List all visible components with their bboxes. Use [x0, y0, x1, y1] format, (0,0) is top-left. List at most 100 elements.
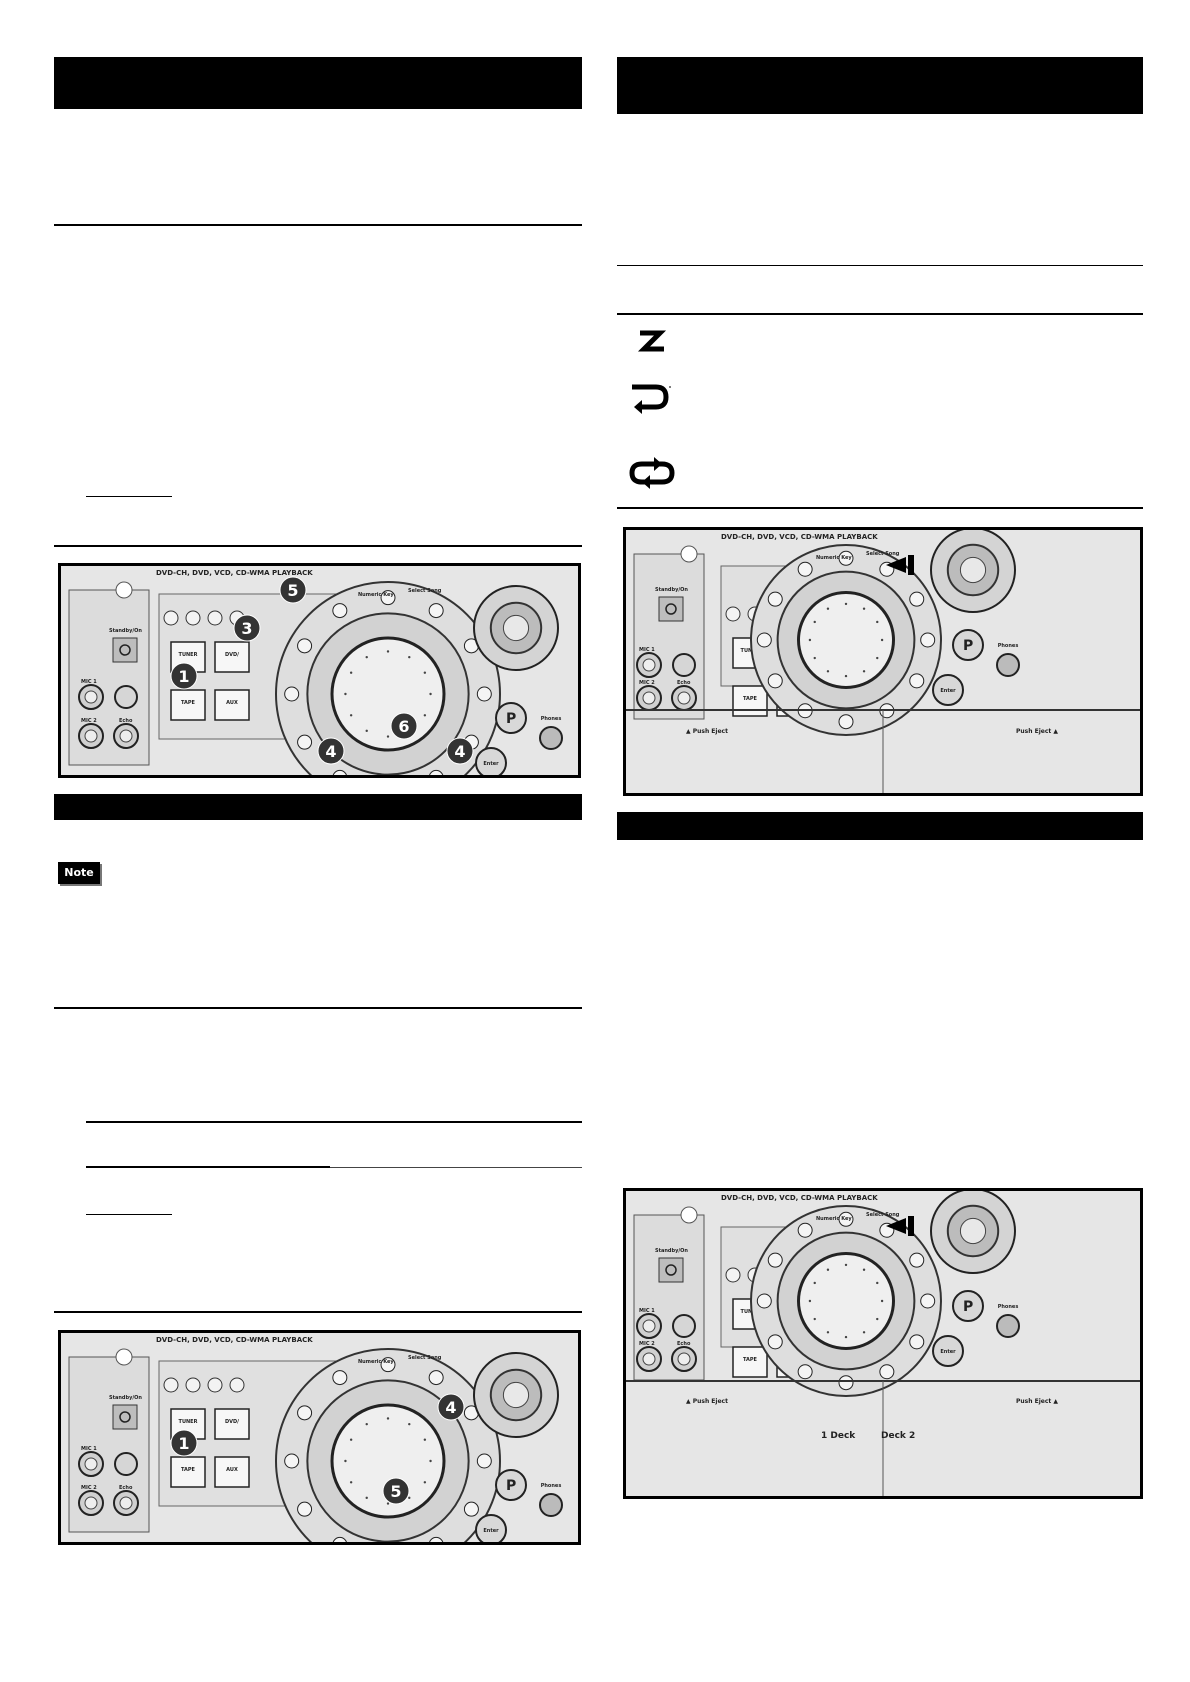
- dial-dot: [365, 655, 368, 659]
- small-button: [725, 1267, 741, 1283]
- mic1-jack-inner: [642, 1319, 656, 1333]
- mic2-label: MIC 2: [639, 1341, 655, 1347]
- enter-label: Enter: [940, 1349, 956, 1355]
- callout-number: 1: [178, 667, 189, 686]
- tape-label: TAPE: [181, 1467, 196, 1473]
- echo-label: Echo: [677, 680, 691, 686]
- numeric-key: [767, 591, 783, 607]
- dial-dot: [429, 692, 432, 696]
- echo-knob-inner: [119, 1496, 133, 1510]
- numeric-key: [429, 1536, 444, 1542]
- volume-knob-center: [959, 1217, 987, 1245]
- dial-dot: [826, 1331, 830, 1334]
- dial-dot: [344, 692, 347, 696]
- power-icon: [658, 596, 684, 622]
- tuner-label: TUNER: [179, 652, 198, 658]
- enter-button: [475, 1514, 507, 1542]
- dial-dot: [862, 1268, 866, 1271]
- program-letter: P: [506, 711, 516, 727]
- numeric-key: [920, 632, 936, 648]
- power-symbol: [665, 603, 677, 615]
- underline-mark: [86, 496, 172, 497]
- mic-level-knob: [114, 685, 138, 709]
- dvd-button: [214, 641, 250, 673]
- callout-badge: [279, 576, 307, 604]
- numeric-key: [429, 769, 444, 775]
- program-letter: P: [963, 1299, 973, 1315]
- numeric-key: [428, 1370, 444, 1386]
- small-button: [163, 1377, 179, 1393]
- dial-dot: [813, 1317, 816, 1321]
- echo-knob-inner: [677, 1352, 691, 1366]
- dial-dot: [880, 638, 884, 642]
- push-eject-left-label: ▲ Push Eject: [686, 728, 728, 735]
- phones-label: Phones: [541, 716, 562, 722]
- numeric-key: [297, 734, 313, 750]
- enter-button: [932, 674, 964, 706]
- divider: [54, 1311, 582, 1313]
- numeric-key: [756, 1293, 772, 1309]
- tape-button: [170, 1456, 206, 1488]
- standby-label: Standby/On: [655, 587, 688, 593]
- numeric-key: [332, 1536, 347, 1542]
- dial-dot: [349, 714, 353, 717]
- dial-dot: [408, 1422, 411, 1426]
- program-letter: P: [963, 638, 973, 654]
- tuner-label: TUNER: [741, 1309, 760, 1315]
- panel-header-text: DVD-CH, DVD, VCD, CD-WMA PLAYBACK: [721, 533, 878, 541]
- dial-dot: [349, 1481, 353, 1484]
- dial-dot: [813, 620, 816, 624]
- aux-label: AUX: [226, 700, 238, 706]
- mic1-label: MIC 1: [639, 1308, 655, 1314]
- screw-icon: [115, 1348, 133, 1366]
- mic1-label: MIC 1: [81, 1446, 97, 1452]
- echo-label: Echo: [677, 1341, 691, 1347]
- phones-jack: [996, 1314, 1020, 1338]
- dial-dot: [844, 602, 848, 606]
- enter-label: Enter: [940, 688, 956, 694]
- callout-number: 4: [454, 742, 465, 761]
- dial-dot: [844, 674, 848, 678]
- power-icon: [658, 1257, 684, 1283]
- divider: [54, 1007, 582, 1009]
- panel-drawing: DVD-CH, DVD, VCD, CD-WMA PLAYBACKStandby…: [626, 1191, 1140, 1496]
- pointer-bar-icon: [908, 1216, 914, 1236]
- mic1-jack-inner: [84, 690, 98, 704]
- dial-dot: [423, 671, 427, 674]
- numeric-key: [767, 1252, 783, 1268]
- phones-label: Phones: [998, 643, 1019, 649]
- dvd-button: [214, 1408, 250, 1440]
- divider: [86, 1121, 582, 1123]
- mic2-jack-inner: [642, 1352, 656, 1366]
- tape-button: [732, 1346, 768, 1378]
- numeric-key: [909, 673, 925, 689]
- enter-label: Enter: [483, 1528, 499, 1534]
- numeric-key: [767, 673, 783, 689]
- callout-badge: [382, 1477, 410, 1505]
- jog-dial: [330, 1403, 446, 1519]
- dial-dot: [813, 656, 816, 660]
- small-button: [163, 610, 179, 626]
- standby-label: Standby/On: [109, 628, 142, 634]
- numeric-key: [332, 603, 348, 619]
- numeric-key: [284, 1453, 300, 1469]
- phones-jack: [996, 653, 1020, 677]
- dial-dot: [386, 1502, 390, 1505]
- program-button: [495, 1469, 527, 1501]
- power-icon: [112, 637, 138, 663]
- enter-button: [475, 747, 507, 775]
- mic2-label: MIC 2: [81, 718, 97, 724]
- enter-label: Enter: [483, 761, 499, 767]
- numeric-key: [297, 1501, 313, 1517]
- screw-icon: [680, 545, 698, 563]
- program-button: [952, 1290, 984, 1322]
- callout-number: 6: [398, 717, 409, 736]
- dial-dot: [844, 1263, 848, 1267]
- deck1-label: 1 Deck: [821, 1431, 856, 1441]
- divider: [54, 224, 582, 226]
- mic-level-knob: [114, 1452, 138, 1476]
- panel-drawing: DVD-CH, DVD, VCD, CD-WMA PLAYBACKStandby…: [61, 1333, 578, 1542]
- mic1-jack-inner: [642, 658, 656, 672]
- divider: [617, 507, 1143, 509]
